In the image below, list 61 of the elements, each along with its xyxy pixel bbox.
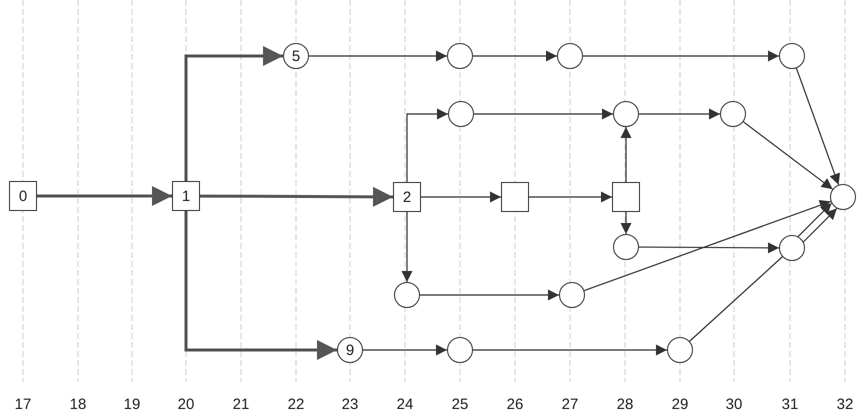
axis-label: 23 xyxy=(340,396,360,413)
event-circle xyxy=(779,43,805,69)
activity-box: 1 xyxy=(172,181,200,211)
event-circle: 9 xyxy=(337,337,363,363)
event-circle xyxy=(557,43,583,69)
arrow xyxy=(37,186,172,206)
axis-label: 21 xyxy=(232,396,250,413)
axis-label: 32 xyxy=(836,396,854,413)
arrow xyxy=(363,344,447,356)
event-circle xyxy=(613,101,639,127)
arrow xyxy=(798,202,832,237)
arrow xyxy=(620,127,632,182)
arrow xyxy=(584,200,831,292)
axis-label: 31 xyxy=(780,396,800,413)
event-circle xyxy=(447,337,473,363)
axis-label: 17 xyxy=(14,396,32,413)
event-circle xyxy=(559,282,585,308)
arrow xyxy=(639,108,720,120)
axis-label: 26 xyxy=(506,396,524,413)
event-circle xyxy=(779,235,805,261)
axis-label: 30 xyxy=(724,396,744,413)
event-circle: 5 xyxy=(283,43,309,69)
connector-line xyxy=(689,256,783,342)
axis-label: 20 xyxy=(176,396,196,413)
event-circle xyxy=(613,234,639,260)
arrow xyxy=(309,50,447,62)
arrow xyxy=(473,50,557,62)
axis-label: 19 xyxy=(122,396,142,413)
arrow xyxy=(803,208,838,242)
activity-box: 2 xyxy=(393,182,421,212)
axis-label: 29 xyxy=(670,396,690,413)
event-circle xyxy=(447,43,473,69)
arrow xyxy=(474,108,613,120)
arrow xyxy=(620,212,632,234)
activity-box: 0 xyxy=(9,181,37,211)
axis-label: 25 xyxy=(450,396,470,413)
activity-box xyxy=(501,182,529,212)
arrow xyxy=(406,108,448,182)
event-circle xyxy=(448,101,474,127)
axis-label: 24 xyxy=(396,396,414,413)
axis-label: 18 xyxy=(68,396,88,413)
arrow xyxy=(529,192,612,202)
arrow xyxy=(184,211,337,360)
arrow xyxy=(473,344,667,356)
axis-label: 28 xyxy=(616,396,634,413)
arrow xyxy=(796,68,840,185)
activity-box xyxy=(612,182,640,212)
event-circle xyxy=(830,184,856,210)
arrow xyxy=(184,46,283,181)
arrow xyxy=(402,212,412,282)
event-circle xyxy=(720,101,746,127)
arrow xyxy=(743,121,833,190)
event-circle xyxy=(394,282,420,308)
arrow xyxy=(639,242,779,254)
arrow xyxy=(421,192,501,202)
arrow xyxy=(583,50,779,62)
axis-label: 27 xyxy=(560,396,580,413)
event-circle xyxy=(667,337,693,363)
axis-label: 22 xyxy=(286,396,306,413)
arrow xyxy=(200,186,393,207)
arrow xyxy=(420,290,559,300)
